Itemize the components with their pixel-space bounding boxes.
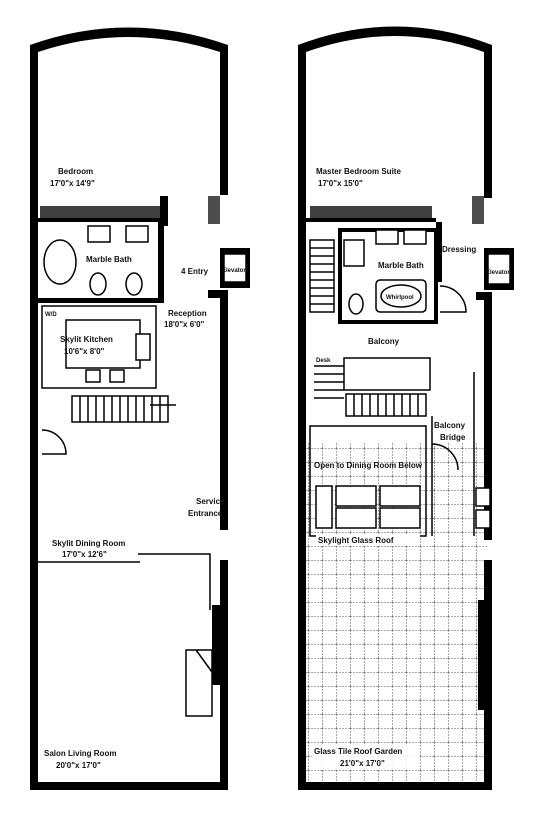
lower-toilet-1 <box>89 272 107 296</box>
lower-kitchen-counter <box>65 319 141 369</box>
lower-kitchen-sink-b <box>109 369 125 383</box>
upper-desk <box>343 357 431 391</box>
lower-reception-jog <box>208 290 228 345</box>
lower-entry-label: 4 Entry <box>181 267 209 276</box>
lower-stairs <box>71 395 176 423</box>
lower-kitchen-sink-a <box>85 369 101 383</box>
upper-bath-door-swing <box>439 285 467 313</box>
lower-bedroom-door-post <box>160 196 168 226</box>
lower-outer-wall <box>30 27 228 790</box>
lower-sink-1 <box>87 225 111 243</box>
upper-skylight-label: Skylight Glass Roof <box>318 536 394 545</box>
lower-closet-stripes <box>208 196 220 224</box>
lower-dining-dims: 17'0"x 12'6" <box>62 550 107 559</box>
lower-fireplace <box>212 605 228 685</box>
upper-right-pillar <box>478 600 492 710</box>
upper-dressing-label: Dressing <box>442 245 476 254</box>
lower-kitchen-tag: W/D <box>45 312 57 318</box>
lower-bath-wall-right <box>158 222 164 300</box>
upper-bridge-label-1: Balcony <box>434 421 466 430</box>
lower-right-wall-mid <box>220 340 228 530</box>
lower-kitchen-outline <box>41 305 157 389</box>
upper-jacuzzi-basin <box>380 284 422 308</box>
upper-dressing-wall <box>436 222 442 282</box>
upper-shower <box>343 239 365 267</box>
lower-service-label-2: Entrance <box>188 509 223 518</box>
upper-level-plan <box>298 26 514 790</box>
lower-reception-label: Reception <box>168 309 207 318</box>
lower-hearth <box>185 649 213 717</box>
upper-planter-1 <box>475 487 491 507</box>
upper-desk-stair <box>314 365 344 399</box>
upper-suite-dims: 17'0"x 15'0" <box>318 179 363 188</box>
lower-kitchen-label: Skylit Kitchen <box>60 335 113 344</box>
upper-suite-wall <box>306 218 436 222</box>
upper-open-grid <box>315 485 421 529</box>
upper-stairs <box>309 239 335 313</box>
upper-radiator <box>310 206 432 218</box>
lower-dining-label: Skylit Dining Room <box>52 539 125 548</box>
upper-sink-2 <box>403 229 427 245</box>
upper-bridge-rail <box>431 372 475 536</box>
upper-balcony-stairs <box>345 393 427 417</box>
lower-living-label: Salon Living Room <box>44 749 116 758</box>
lower-radiator <box>40 206 160 218</box>
upper-elevator-car <box>487 253 511 285</box>
lower-bathtub <box>43 239 77 285</box>
upper-open-label: Open to Dining Room Below <box>314 461 423 470</box>
upper-jacuzzi-label: Whirlpool <box>386 295 414 301</box>
lower-service-label-1: Service <box>196 497 225 506</box>
lower-bath-label: Marble Bath <box>86 255 132 264</box>
lower-elevator-label: Elevator <box>222 268 246 274</box>
lower-kitchen-range <box>135 333 151 361</box>
lower-sink-2 <box>125 225 149 243</box>
lower-living-dims: 20'0"x 17'0" <box>56 761 101 770</box>
upper-garden-label-bg <box>312 744 420 770</box>
upper-garden-label: Glass Tile Roof Garden <box>314 747 402 756</box>
lower-dining-divider <box>38 553 211 610</box>
lower-door-swing <box>41 429 67 455</box>
upper-elevator-jog <box>476 292 492 345</box>
lower-elevator-car <box>223 253 247 283</box>
upper-right-wall-mid <box>484 340 492 540</box>
lower-bedroom-dims: 17'0"x 14'9" <box>50 179 95 188</box>
lower-reception-dims: 18'0"x 6'0" <box>164 320 205 329</box>
upper-bath-label: Marble Bath <box>378 261 424 270</box>
upper-elevator-label: Elevator <box>486 270 510 276</box>
upper-balcony-label: Balcony <box>368 337 400 346</box>
upper-bridge-door-swing <box>431 443 459 471</box>
upper-planter-2 <box>475 509 491 529</box>
lower-bedroom-label: Bedroom <box>58 167 93 176</box>
upper-sink-1 <box>375 229 399 245</box>
upper-skylight-label-bg <box>316 534 420 546</box>
lower-toilet-2 <box>125 272 143 296</box>
lower-bath-wall-bottom <box>38 298 164 303</box>
upper-garden-dims: 21'0"x 17'0" <box>340 759 385 768</box>
lower-kitchen-dims: 10'6"x 8'0" <box>64 347 105 356</box>
upper-bridge-label-2: Bridge <box>440 433 466 442</box>
lower-level-plan <box>30 27 250 790</box>
upper-desk-tag: Desk <box>316 358 331 364</box>
lower-bedroom-wall <box>38 218 168 222</box>
upper-closet-stripes <box>472 196 484 224</box>
upper-suite-label: Master Bedroom Suite <box>316 167 401 176</box>
upper-toilet <box>348 293 364 315</box>
